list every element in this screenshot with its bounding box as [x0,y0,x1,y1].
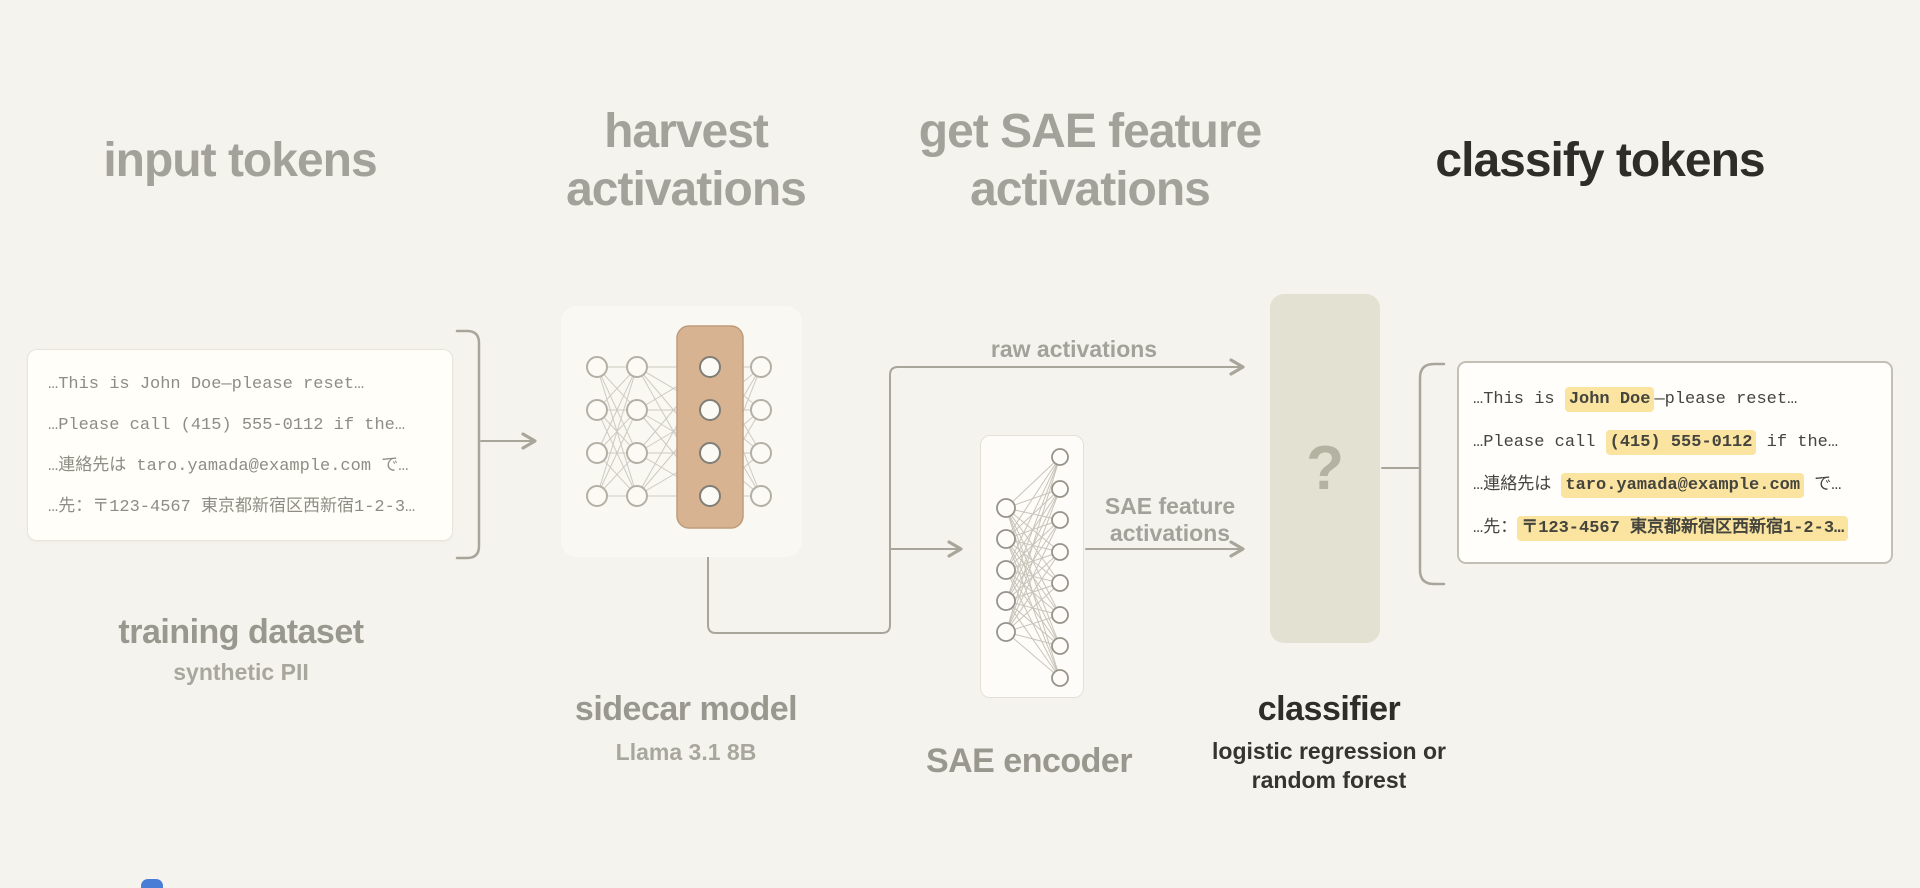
sae-feature-line2: activations [1109,520,1231,546]
output-post: で… [1804,476,1842,495]
header-harvest-line1: harvest [604,105,769,158]
synthetic-pii-label: synthetic PII [173,659,309,685]
sae-encoder-label: SAE encoder [925,742,1133,780]
classifier-sub-line2: random forest [1251,767,1407,793]
classifier-box: ? [1270,294,1380,643]
raw-activations-text: raw activations [990,336,1158,362]
question-mark: ? [1306,434,1344,503]
input-sample-line: …This is John Doe—please reset… [48,375,365,394]
output-pre: …先： [1473,519,1518,538]
output-post: —please reset… [1654,390,1798,409]
header-classify-tokens: classify tokens [1350,132,1850,190]
sae-feature-line1: SAE feature [1104,493,1236,519]
training-dataset-label: training dataset [118,613,364,651]
header-sae-line1: get SAE feature [918,105,1262,158]
input-sample-line: …連絡先は taro.yamada@example.com で… [48,457,409,476]
output-sample-line: …Please call (415) 555-0112 if the… [1473,421,1877,464]
input-sample-line: …先：〒123-4567 東京都新宿区西新宿1-2-3… [48,498,416,517]
output-sample-box: …This is John Doe—please reset… …Please … [1457,361,1893,564]
llama-label: Llama 3.1 8B [615,739,757,765]
header-get-sae-feature-activations: get SAE feature activations [840,103,1340,219]
header-sae-line2: activations [970,163,1211,216]
output-sample-line: …連絡先は taro.yamada@example.com で… [1473,464,1877,507]
sae-encoder-box [980,435,1084,698]
header-input-tokens: input tokens [20,132,460,190]
sae-feature-activations-label: SAE feature activations [1020,493,1320,547]
pii-highlight: (415) 555-0112 [1605,430,1757,455]
header-classify-tokens-text: classify tokens [1435,134,1765,187]
pii-highlight: John Doe [1564,387,1655,412]
header-harvest-line2: activations [566,163,807,216]
raw-activations-label: raw activations [924,336,1224,363]
pii-highlight: 〒123-4567 東京都新宿区西新宿1-2-3… [1517,516,1849,541]
output-sample-line: …This is John Doe—please reset… [1473,378,1877,421]
header-input-tokens-text: input tokens [103,134,377,187]
sae-network [996,448,1069,687]
pii-highlight: taro.yamada@example.com [1561,473,1805,498]
clipped-blue-artifact [141,879,163,888]
classifier-sub-line1: logistic regression or [1212,738,1446,764]
sidecar-model-card [561,306,802,557]
header-harvest-activations: harvest activations [486,103,886,219]
input-brace [455,329,481,560]
output-sample-line: …先：〒123-4567 東京都新宿区西新宿1-2-3… [1473,507,1877,550]
output-pre: …連絡先は [1473,476,1562,495]
output-pre: …This is [1473,390,1565,409]
input-sample-line: …Please call (415) 555-0112 if the… [48,416,406,435]
output-pre: …Please call [1473,433,1606,452]
output-brace [1418,362,1446,586]
classifier-label: classifier [1257,690,1401,728]
output-post: if the… [1756,433,1839,452]
sidecar-model-label: sidecar model [574,690,798,728]
classifier-sublabel: logistic regression or random forest [1129,737,1529,795]
input-sample-box: …This is John Doe—please reset… …Please … [27,349,453,541]
sidecar-network [586,325,772,529]
